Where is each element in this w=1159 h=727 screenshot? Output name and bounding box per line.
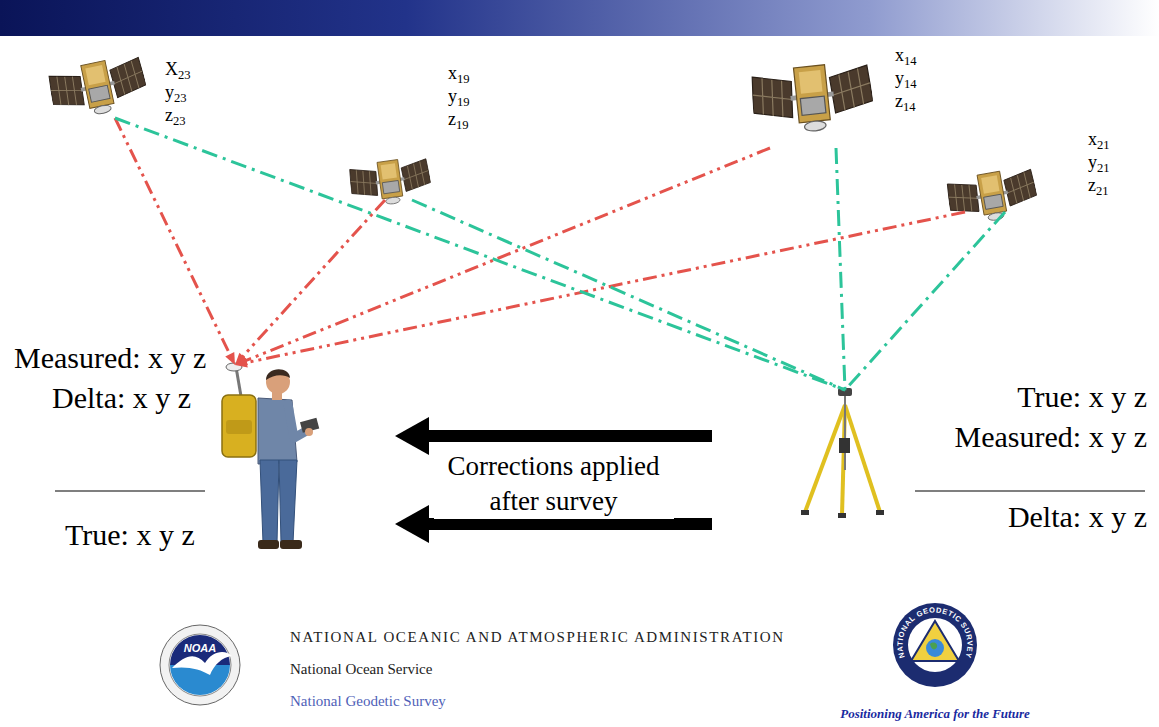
slogan: Positioning America for the Future <box>805 706 1065 722</box>
coordinate-label: z19 <box>448 108 469 131</box>
connector-line <box>422 518 712 530</box>
coordinate-label: x19 <box>448 62 470 85</box>
position-line: Measured: x y z <box>14 341 206 375</box>
satellite: x14y14z14 <box>755 38 870 148</box>
receiver-signal-line <box>235 212 965 367</box>
ngs-logo: NATIONAL GEODETIC SURVEY <box>893 603 977 687</box>
header-bar <box>0 0 1159 36</box>
coordinate-label: z14 <box>895 90 916 113</box>
connector-line <box>115 118 845 390</box>
base-signal-line <box>845 212 1005 390</box>
connector-line <box>422 430 712 442</box>
coordinate-label: X23 <box>165 58 191 81</box>
logo-text: NOAA <box>184 642 216 654</box>
connector-line <box>244 148 770 361</box>
arrowhead <box>225 352 235 365</box>
satellite: X23y23z23 <box>55 38 145 118</box>
base-signal-line <box>412 200 845 390</box>
connector-line <box>244 212 965 363</box>
receiver-signal-line <box>235 200 385 365</box>
sum-rule <box>915 490 1145 491</box>
arrowhead <box>235 358 248 368</box>
connector-line <box>836 148 845 390</box>
position-line: Delta: x y z <box>52 381 191 415</box>
satellite-picture <box>46 53 1040 227</box>
position-line: Delta: x y z <box>1008 500 1147 534</box>
logo-ring-text: NATIONAL GEODETIC SURVEY <box>895 605 974 659</box>
sum-rule <box>55 490 205 491</box>
coordinate-label: y14 <box>895 67 917 90</box>
field-receiver: Measured: x y zDelta: x y zTrue: x y z <box>215 365 395 550</box>
svg-text:NATIONAL GEODETIC SURVEY: NATIONAL GEODETIC SURVEY <box>895 605 974 659</box>
coordinate-label: z21 <box>1088 174 1109 197</box>
satellite: x21y21z21 <box>950 160 1035 212</box>
coordinate-label: y19 <box>448 85 470 108</box>
edge-label: Corrections applied after survey <box>434 449 674 519</box>
agency-name: National Ocean Service <box>290 661 432 678</box>
coordinate-label: y23 <box>165 81 187 104</box>
connector-line <box>412 200 845 390</box>
arrowhead <box>395 505 429 543</box>
agency-name: NATIONAL OCEANIC AND ATMOSPHERIC ADMINIS… <box>290 629 785 646</box>
surveyor-picture <box>222 363 319 549</box>
arrowhead <box>395 417 429 455</box>
coordinate-label: x14 <box>895 44 917 67</box>
coordinate-label: y21 <box>1088 151 1110 174</box>
coordinate-label: x21 <box>1088 128 1110 151</box>
coordinate-label: z23 <box>165 104 186 127</box>
position-line: True: x y z <box>1017 380 1147 414</box>
position-line: True: x y z <box>65 518 195 552</box>
noaa-logo: NOAA <box>160 625 240 705</box>
position-line: Measured: x y z <box>955 420 1147 454</box>
agency-name: National Geodetic Survey <box>290 693 446 710</box>
connector-line <box>845 212 1005 390</box>
base-signal-line <box>836 148 845 390</box>
satellite: x19y19z19 <box>355 145 430 200</box>
base-station: True: x y zMeasured: x y zDelta: x y z <box>712 390 885 530</box>
tripod-picture <box>801 388 884 518</box>
base-signal-line <box>115 118 845 390</box>
